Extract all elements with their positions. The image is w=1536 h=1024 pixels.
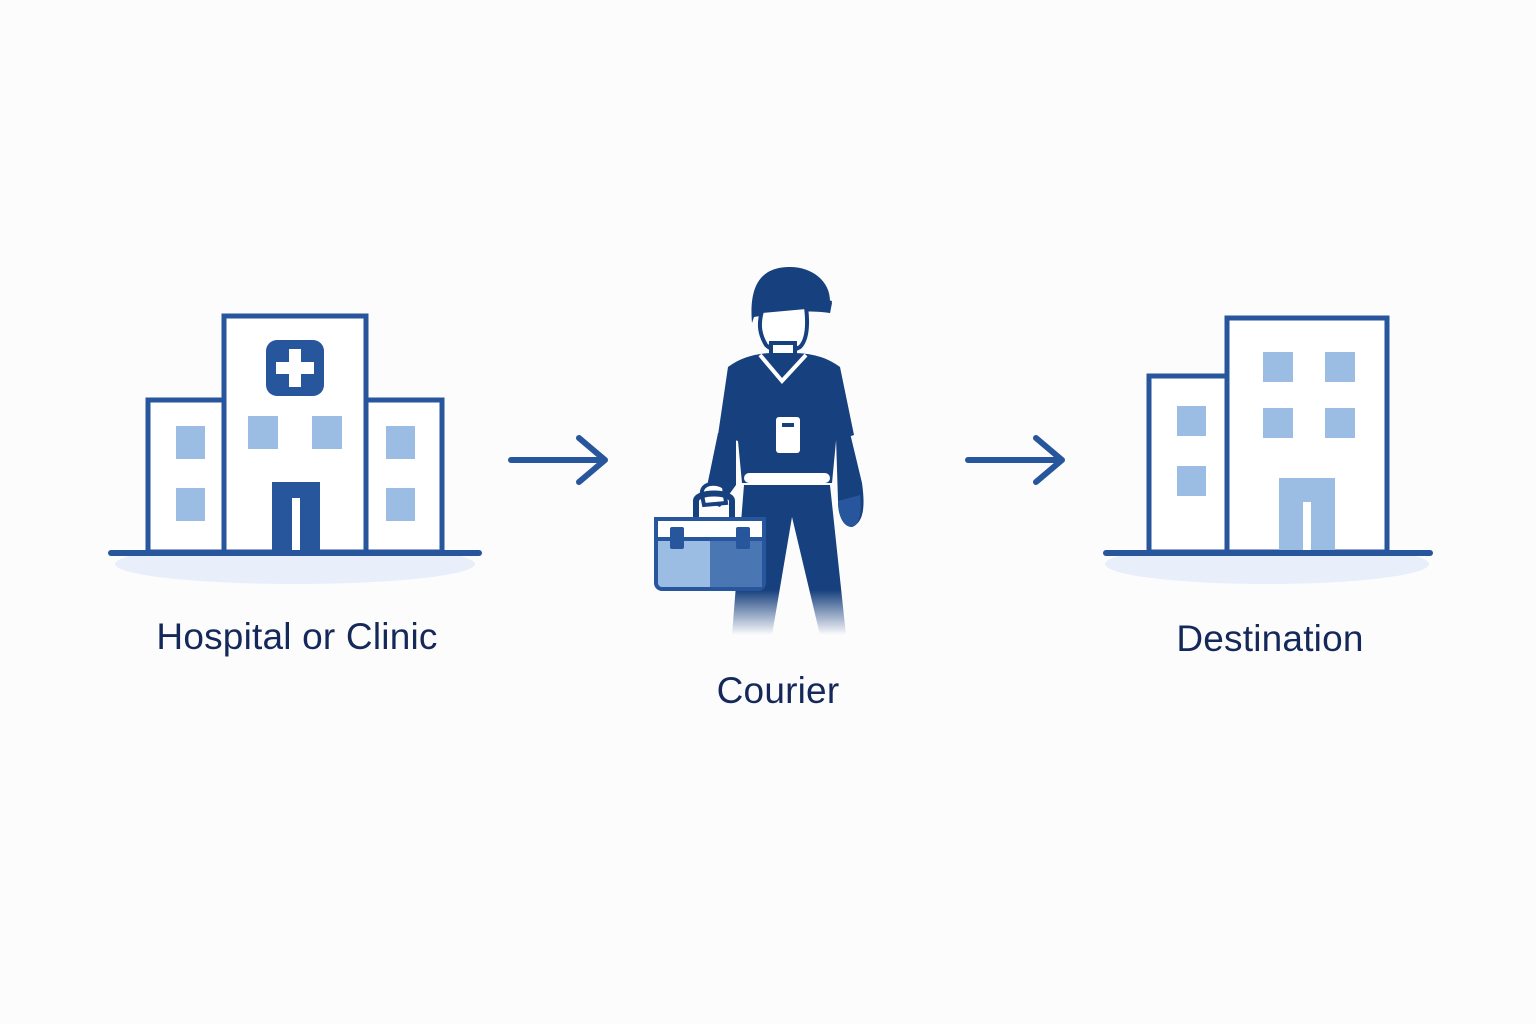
building-icon [1103, 315, 1433, 584]
arrow-right-icon [508, 435, 608, 485]
courier-icon [654, 267, 864, 635]
destination-node [1095, 300, 1440, 600]
courier-node [640, 255, 890, 655]
destination-label: Destination [1176, 618, 1364, 659]
hospital-icon [108, 313, 482, 584]
hospital-label: Hospital or Clinic [156, 616, 438, 657]
arrow-right-icon [965, 435, 1065, 485]
courier-label: Courier [716, 670, 840, 711]
arrow-2 [962, 432, 1072, 488]
arrow-1 [505, 432, 615, 488]
hospital-node [100, 300, 490, 600]
